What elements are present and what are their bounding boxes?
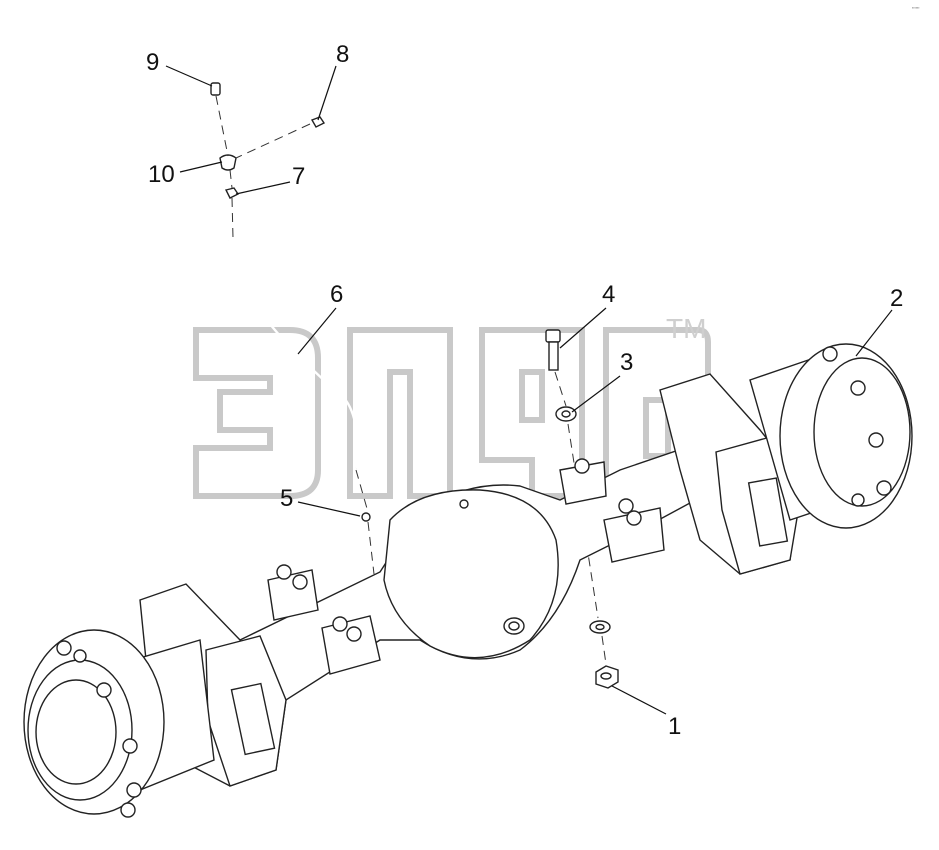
leader-lines [165, 65, 893, 715]
callout-9: 9 [146, 49, 159, 76]
callout-1: 1 [668, 713, 681, 740]
callout-labels: 1 2 3 4 5 6 7 8 9 10 [146, 41, 903, 740]
right-hub-assembly [659, 343, 913, 575]
axle-housing [238, 435, 741, 701]
fitting-part-5 [361, 512, 371, 522]
callout-7: 7 [292, 163, 305, 190]
callout-6: 6 [330, 281, 343, 308]
callout-8: 8 [336, 41, 349, 68]
watermark-tm: TM [666, 313, 706, 344]
fitting-part-8 [310, 116, 326, 128]
bolt-shank-part-4 [548, 341, 559, 371]
callout-4: 4 [602, 281, 615, 308]
nipple-part-7 [224, 187, 240, 199]
callout-3: 3 [620, 349, 633, 376]
callout-2: 2 [890, 285, 903, 312]
clamp-part-10 [219, 154, 237, 171]
breather-hose-part-6 [227, 239, 359, 469]
corner-mark: """ [912, 7, 920, 14]
callout-10: 10 [148, 161, 175, 188]
callout-5: 5 [280, 485, 293, 512]
screw-part-9 [210, 82, 221, 96]
bolt-head-part-4 [545, 329, 561, 343]
small-fittings [210, 82, 375, 575]
left-hub-assembly [23, 583, 287, 818]
